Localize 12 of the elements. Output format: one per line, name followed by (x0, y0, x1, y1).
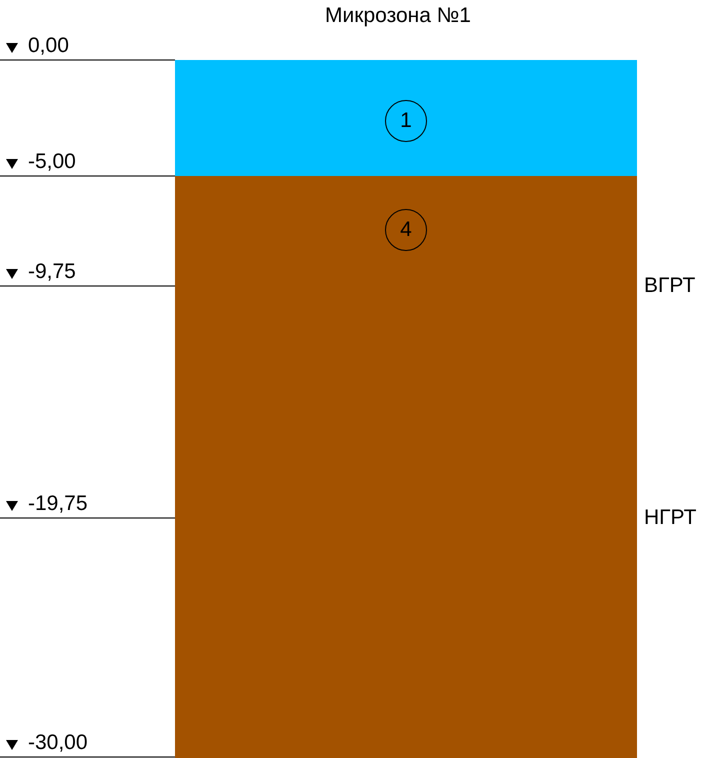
groundwater-level-label: НГРТ (644, 507, 696, 528)
elevation-label: -30,00 (28, 732, 88, 753)
elevation-label: -9,75 (28, 261, 76, 282)
elevation-label: 0,00 (28, 35, 69, 56)
soil-layer (175, 60, 637, 176)
soil-layer (175, 176, 637, 758)
elevation-label: -5,00 (28, 151, 76, 172)
groundwater-level-label: ВГРТ (644, 275, 696, 296)
diagram-title: Микрозона №1 (325, 5, 471, 26)
layer-number: 1 (385, 100, 427, 142)
layer-number: 4 (385, 209, 427, 251)
elevation-label: -19,75 (28, 493, 88, 514)
